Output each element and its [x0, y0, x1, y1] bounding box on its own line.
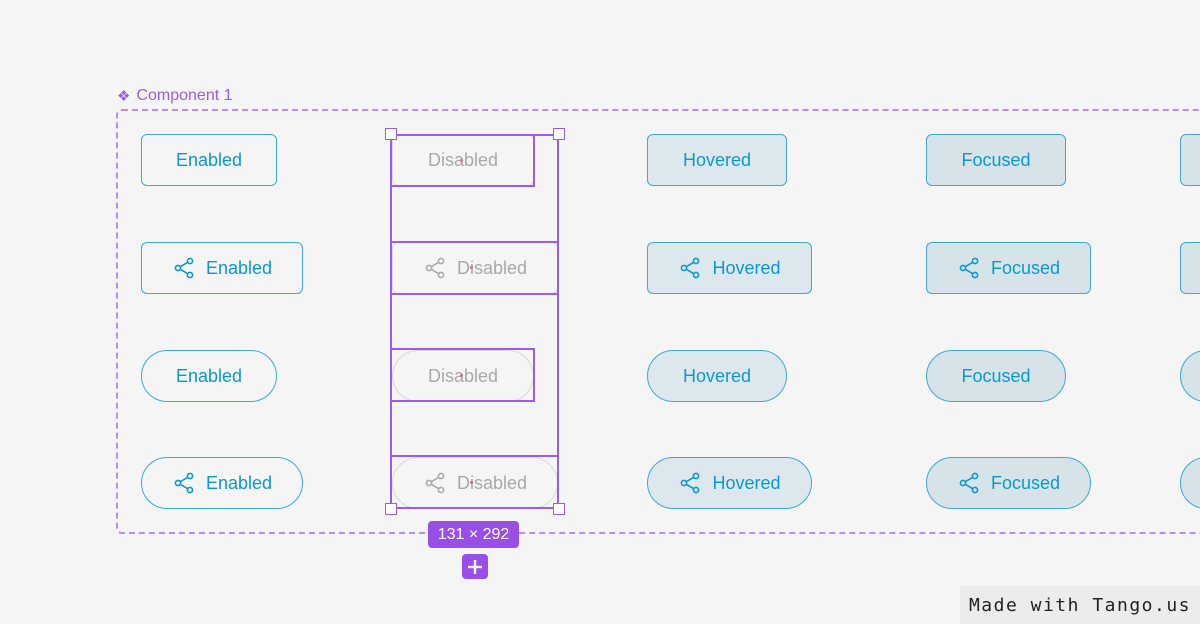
- button-label: Hovered: [712, 257, 781, 278]
- center-point: [470, 481, 473, 484]
- button-label: Disabled: [456, 472, 528, 493]
- selection-child-outline: [390, 348, 535, 402]
- button-label: Hovered: [682, 149, 752, 170]
- share-icon: [678, 471, 702, 495]
- dimensions-badge: 131 × 292: [428, 521, 519, 548]
- add-button[interactable]: [462, 554, 488, 579]
- tango-watermark: Made with Tango.us: [960, 586, 1200, 624]
- button-hovered-icon-pill[interactable]: Hovered: [647, 457, 812, 509]
- share-icon: [423, 256, 447, 280]
- share-icon: [172, 256, 196, 280]
- plus-icon: [468, 559, 482, 574]
- center-point: [460, 159, 463, 162]
- selection-child-outline: [390, 455, 559, 509]
- button-focused-icon-pill[interactable]: Focused: [926, 457, 1091, 509]
- component-name: Component 1: [136, 87, 233, 104]
- button-hovered-pill[interactable]: Hovered: [647, 350, 787, 402]
- button-focused-rect[interactable]: Focused: [926, 134, 1066, 186]
- button-label: Hovered: [682, 365, 752, 386]
- component-diamond-icon: ❖: [117, 87, 131, 105]
- button-label: Focused: [961, 149, 1031, 170]
- selection-child-outline: [390, 241, 559, 295]
- button-enabled-pill[interactable]: Enabled: [141, 350, 277, 402]
- resize-handle-top-right[interactable]: [553, 128, 565, 140]
- resize-handle-bottom-left[interactable]: [385, 503, 397, 515]
- button-partial-icon-rect[interactable]: [1180, 242, 1200, 294]
- button-focused-pill[interactable]: Focused: [926, 350, 1066, 402]
- share-icon: [957, 256, 981, 280]
- button-label: Focused: [990, 257, 1061, 278]
- center-point: [460, 374, 463, 377]
- share-icon: [678, 256, 702, 280]
- button-label: Enabled: [175, 149, 243, 170]
- button-enabled-rect[interactable]: Enabled: [141, 134, 277, 186]
- button-label: Focused: [990, 472, 1061, 493]
- share-icon: [957, 471, 981, 495]
- selection-box[interactable]: [390, 134, 559, 509]
- button-label: Disabled: [456, 257, 528, 278]
- share-icon: [423, 471, 447, 495]
- button-label: Enabled: [205, 257, 273, 278]
- button-partial-rect[interactable]: [1180, 134, 1200, 186]
- share-icon: [172, 471, 196, 495]
- button-hovered-icon-rect[interactable]: Hovered: [647, 242, 812, 294]
- button-label: Hovered: [712, 472, 781, 493]
- button-label: Enabled: [175, 365, 243, 386]
- component-label[interactable]: ❖ Component 1: [117, 87, 233, 105]
- center-point: [470, 266, 473, 269]
- button-label: Focused: [961, 365, 1031, 386]
- button-enabled-icon-pill[interactable]: Enabled: [141, 457, 303, 509]
- selection-child-outline: [390, 134, 535, 187]
- component-frame[interactable]: [116, 109, 1200, 534]
- button-focused-icon-rect[interactable]: Focused: [926, 242, 1091, 294]
- resize-handle-bottom-right[interactable]: [553, 503, 565, 515]
- button-hovered-rect[interactable]: Hovered: [647, 134, 787, 186]
- resize-handle-top-left[interactable]: [385, 128, 397, 140]
- button-label: Enabled: [205, 472, 273, 493]
- button-enabled-icon-rect[interactable]: Enabled: [141, 242, 303, 294]
